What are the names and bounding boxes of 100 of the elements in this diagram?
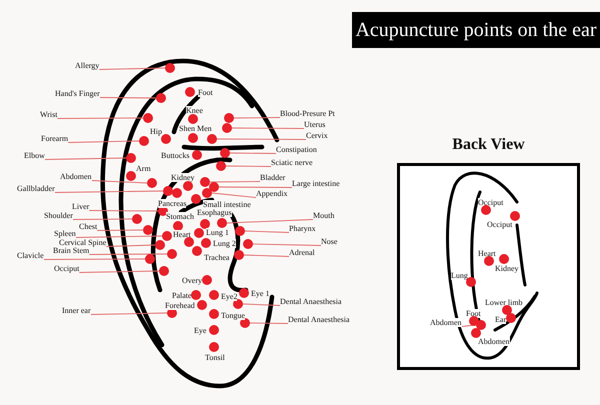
acupoint-dot xyxy=(143,113,153,123)
acupoint-dot xyxy=(233,299,243,309)
leader-line xyxy=(98,68,166,70)
acupoint-dot xyxy=(165,63,175,73)
acupoint-dot xyxy=(224,113,234,123)
point-label: Kidney xyxy=(171,172,195,182)
acupoint-dot xyxy=(201,238,211,248)
leader-line xyxy=(96,230,144,231)
point-label: Dental Anaesthesia xyxy=(288,314,350,324)
point-label: Pancreas xyxy=(158,198,186,208)
acupoint-dot xyxy=(183,181,193,191)
point-label: Spleen xyxy=(54,228,76,238)
point-label: Lung 2 xyxy=(213,238,236,248)
acupoint-dot xyxy=(466,277,476,287)
point-label: Eye 1 xyxy=(251,288,270,298)
point-label: Sciatic nerve xyxy=(271,158,313,166)
point-label: Chest xyxy=(79,222,98,230)
point-label: Lung xyxy=(451,270,468,280)
point-label: Abdomen xyxy=(430,318,462,326)
acupoint-dot xyxy=(156,93,166,103)
point-label: Uterus xyxy=(304,120,326,128)
acupoint-dot xyxy=(499,254,509,264)
point-label: Elbow xyxy=(24,150,45,160)
leader-line xyxy=(106,244,156,247)
point-label: Wrist xyxy=(40,110,58,118)
point-label: Appendix xyxy=(256,188,288,198)
point-label: Tonsil xyxy=(205,352,225,362)
point-label: Blood-Presure Pt xyxy=(280,108,335,118)
point-label: Ear xyxy=(495,314,506,324)
acupoint-dot xyxy=(209,290,219,300)
leader-line xyxy=(230,152,276,154)
leader-line xyxy=(252,244,322,246)
leader-line xyxy=(75,236,162,238)
point-label: Buttocks xyxy=(161,150,190,160)
inset-heading: Back View xyxy=(452,136,525,154)
acupoint-dot xyxy=(145,254,155,264)
acupoint-dot xyxy=(173,221,183,231)
point-label: Lower limb xyxy=(485,298,523,306)
point-label: Heart xyxy=(173,230,191,238)
leader-line xyxy=(44,158,126,160)
acupoint-dot xyxy=(184,237,194,247)
point-label: Abdomen xyxy=(478,336,510,346)
acupoint-dot xyxy=(235,226,245,236)
point-label: Gallbladder xyxy=(17,184,55,192)
acupoint-dot xyxy=(243,239,253,249)
point-label: Cervix xyxy=(306,130,328,140)
leader-line xyxy=(43,258,146,260)
leader-line xyxy=(250,322,288,324)
point-label: Palate xyxy=(172,290,192,300)
acupoint-dot xyxy=(163,186,173,196)
acupoint-dot xyxy=(147,178,157,188)
acupoint-dot xyxy=(172,188,182,198)
acupoint-dot xyxy=(191,194,201,204)
acupoint-dot xyxy=(481,205,491,215)
point-label: Dental Anaesthesia xyxy=(280,296,342,306)
acupoint-dot xyxy=(159,266,169,276)
leader-line xyxy=(78,270,160,273)
point-label: Large intestine xyxy=(292,178,340,188)
acupoint-dot xyxy=(471,328,481,338)
acupoint-dot xyxy=(167,249,177,259)
leader-line xyxy=(212,192,256,198)
point-label: Bladder xyxy=(260,172,286,182)
acupoint-dot xyxy=(188,133,198,143)
point-label: Mouth xyxy=(313,210,334,220)
leader-line xyxy=(88,210,158,212)
acupoint-dot xyxy=(240,318,250,328)
point-label: Hand's Finger xyxy=(55,88,100,98)
point-label: Brain Stem xyxy=(53,246,90,254)
acupoint-dot xyxy=(188,114,198,124)
leader-line xyxy=(226,166,272,167)
point-label: Foot xyxy=(198,88,213,96)
point-label: Tongue xyxy=(221,310,245,320)
point-label: Forehead xyxy=(165,300,195,310)
point-label: Foot xyxy=(466,308,481,318)
leader-line xyxy=(54,190,164,193)
leader-line xyxy=(242,304,280,306)
acupoint-dot xyxy=(220,148,230,158)
leader-line xyxy=(90,312,168,315)
leader-line xyxy=(72,218,132,220)
acupoint-dot xyxy=(202,188,212,198)
acupoint-dot xyxy=(200,219,210,229)
leader-line xyxy=(88,254,168,255)
point-label: Small intestine xyxy=(203,200,251,208)
acupoint-dot xyxy=(216,161,226,171)
point-label: Cervical Spine xyxy=(59,238,106,246)
acupoint-dot xyxy=(126,171,136,181)
point-label: Liver xyxy=(72,202,90,210)
leader-line xyxy=(68,140,140,143)
point-label: Occiput xyxy=(54,264,80,272)
point-label: Eye2 xyxy=(221,292,238,300)
point-label: Inner ear xyxy=(62,306,91,314)
point-label: Esophagus xyxy=(197,208,232,216)
acupoint-dot xyxy=(209,342,219,352)
acupoint-dot xyxy=(217,218,227,228)
point-label: Clavicle xyxy=(17,250,44,260)
acupoint-dot xyxy=(191,290,201,300)
point-label: Overy xyxy=(182,276,202,284)
point-label: Adrenal xyxy=(289,248,315,256)
point-label: Kidney xyxy=(495,264,519,272)
acupoint-dot xyxy=(239,288,249,298)
